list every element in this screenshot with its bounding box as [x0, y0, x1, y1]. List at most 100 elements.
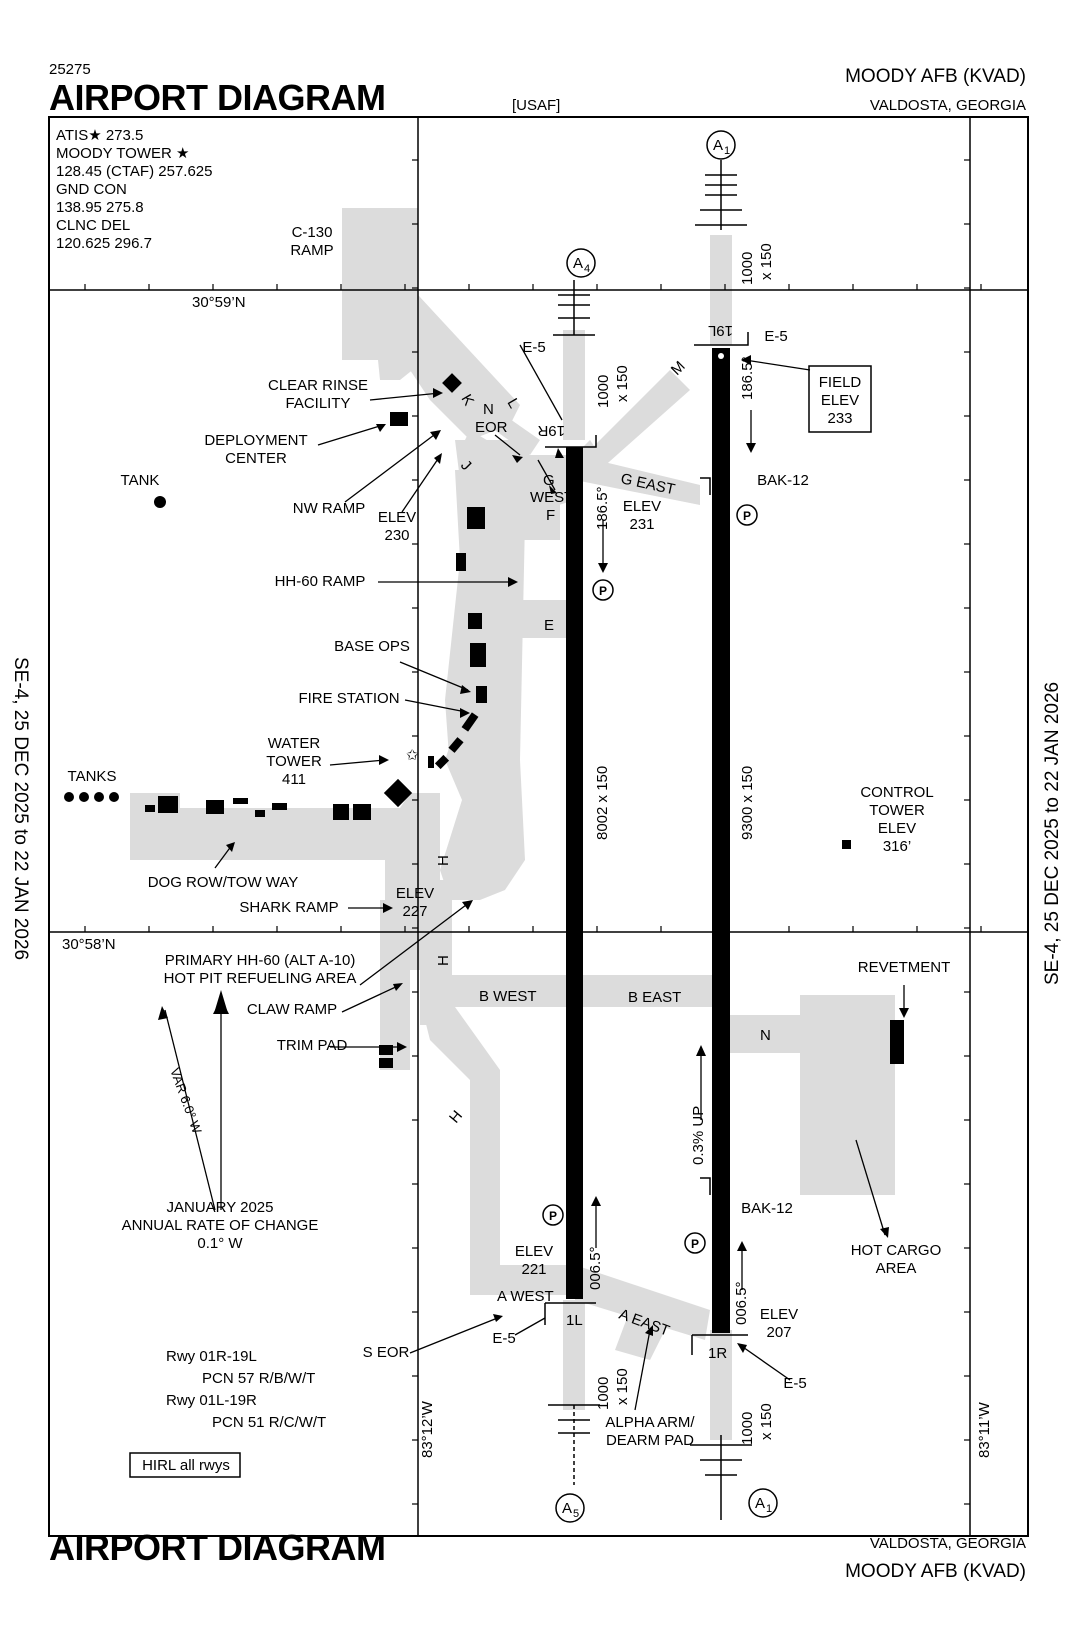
ground-label: GND CON — [56, 181, 127, 198]
deployment-center-label: CENTER — [225, 450, 287, 467]
taxiway-a-west: A WEST — [497, 1288, 554, 1305]
water-tower-label: TOWER — [266, 753, 322, 770]
pcn-label: Rwy 01L-19R — [166, 1392, 257, 1409]
water-tower-label: 411 — [282, 771, 306, 788]
field-elev-label: ELEV — [821, 392, 859, 409]
approach-a4-label: A — [573, 255, 583, 272]
variation-rate-label: 0.1° W — [197, 1235, 243, 1252]
tank-label: TANK — [121, 472, 160, 489]
taxiway-b-east: B EAST — [628, 989, 681, 1006]
lat-lon-grid — [49, 117, 1028, 1536]
field-elev-label: FIELD — [819, 374, 862, 391]
parking-label: P — [743, 509, 751, 523]
control-tower-label: 316’ — [883, 838, 911, 855]
tower-freq: 128.45 (CTAF) 257.625 — [56, 163, 212, 180]
runway-heading: 006.5° — [587, 1246, 604, 1290]
trim-pad-label: TRIM PAD — [277, 1037, 348, 1054]
pcn-label: PCN 51 R/C/W/T — [212, 1414, 326, 1431]
leader-lines — [164, 344, 905, 1411]
c130-ramp-label: RAMP — [290, 242, 333, 259]
elev-221: 221 — [521, 1261, 546, 1278]
taxiway-f: F — [546, 507, 555, 524]
latitude-south-label: 30°58’N — [62, 936, 116, 953]
field-elev-label: 233 — [827, 410, 852, 427]
e5-label: E-5 — [492, 1330, 515, 1347]
page-title: AIRPORT DIAGRAM — [49, 77, 386, 118]
taxiway-g-west: WEST — [530, 489, 573, 506]
claw-ramp-label: CLAW RAMP — [247, 1001, 337, 1018]
elev-207: 207 — [766, 1324, 791, 1341]
clear-rinse-label: CLEAR RINSE — [268, 377, 368, 394]
hot-cargo-label: AREA — [876, 1260, 917, 1277]
longitude-east-label: 83°11’W — [976, 1401, 993, 1458]
n-eor-label: N — [483, 401, 494, 418]
runway-gradient: 0.3% UP — [690, 1106, 707, 1165]
approach-width-label: x 150 — [614, 365, 631, 402]
runway-end-19L: 19L — [708, 322, 733, 339]
magnetic-variation: VAR 6.0° W — [167, 1066, 205, 1136]
operator-label: [USAF] — [512, 97, 560, 114]
alpha-pad-label: ALPHA ARM/ — [605, 1414, 695, 1431]
airport-name: MOODY AFB (KVAD) — [845, 66, 1026, 87]
approach-width-label: x 150 — [758, 1403, 775, 1440]
deployment-center-label: DEPLOYMENT — [204, 432, 307, 449]
approach-length-label: 1000 — [595, 375, 612, 408]
latitude-north-label: 30°59’N — [192, 294, 246, 311]
c130-ramp-label: C-130 — [292, 224, 333, 241]
field-elev-box — [808, 365, 872, 433]
runway-01R-19L — [566, 447, 583, 1299]
base-ops-label: BASE OPS — [334, 638, 410, 655]
elev-227: 227 — [402, 903, 427, 920]
taxiway-b-west: B WEST — [479, 988, 537, 1005]
atis-freq: ATIS★ 273.5 — [56, 127, 143, 144]
taxiway-n: N — [760, 1027, 771, 1044]
effective-date-right: SE-4, 25 DEC 2025 to 22 JAN 2026 — [1042, 682, 1063, 985]
field-elev-point-icon — [718, 353, 724, 359]
grid-ticks — [84, 159, 982, 1505]
tank-icon — [64, 496, 166, 802]
parking-label: P — [691, 1237, 699, 1251]
taxiway-h: H — [435, 955, 452, 966]
hot-pit-label: PRIMARY HH-60 (ALT A-10) — [165, 952, 356, 969]
taxiway-g: G — [543, 472, 555, 489]
hirl-label: HIRL all rwys — [142, 1457, 230, 1474]
water-tower-icon: ✩ — [406, 747, 419, 764]
nw-ramp-label: NW RAMP — [293, 500, 366, 517]
approach-length-label: 1000 — [739, 252, 756, 285]
runway-01L-19R — [712, 348, 730, 1333]
approach-a1-sub: 1 — [724, 145, 730, 157]
footer-city: VALDOSTA, GEORGIA — [870, 1535, 1026, 1552]
hirl-box — [129, 1452, 241, 1478]
approach-lights — [548, 160, 752, 1520]
tanks-label: TANKS — [68, 768, 117, 785]
pcn-label: PCN 57 R/B/W/T — [202, 1370, 315, 1387]
buildings — [145, 373, 904, 1068]
elev-label: ELEV — [515, 1243, 553, 1260]
threshold-markers — [544, 332, 749, 1355]
runway-right-dims: 9300 x 150 — [739, 766, 756, 840]
approach-a5-label: A — [562, 1500, 572, 1517]
footer-title: AIRPORT DIAGRAM — [49, 1527, 386, 1568]
hot-cargo-label: HOT CARGO — [851, 1242, 942, 1259]
shark-ramp-label: SHARK RAMP — [239, 899, 338, 916]
approach-a5-sub: 5 — [573, 1508, 579, 1520]
dog-row-label: DOG ROW/TOW WAY — [148, 874, 299, 891]
pcn-label: Rwy 01R-19L — [166, 1348, 257, 1365]
control-tower-label: TOWER — [869, 802, 925, 819]
clear-rinse-label: FACILITY — [285, 395, 350, 412]
true-north-icon — [215, 990, 227, 1010]
elev-label: ELEV — [378, 509, 416, 526]
hot-pit-label: HOT PIT REFUELING AREA — [164, 970, 357, 987]
chart-number: 25275 — [49, 61, 91, 78]
taxiway-e: E — [544, 617, 554, 634]
runway-heading: 186.5° — [594, 486, 611, 530]
elev-230: 230 — [384, 527, 409, 544]
effective-date-left: SE-4, 25 DEC 2025 to 22 JAN 2026 — [10, 657, 31, 960]
hh60-ramp-label: HH-60 RAMP — [275, 573, 366, 590]
approach-a1-label: A — [713, 137, 723, 154]
approach-a1b-sub: 1 — [766, 1503, 772, 1515]
alpha-pad-label: DEARM PAD — [606, 1432, 694, 1449]
fire-station-label: FIRE STATION — [298, 690, 399, 707]
e5-label: E-5 — [783, 1375, 806, 1392]
